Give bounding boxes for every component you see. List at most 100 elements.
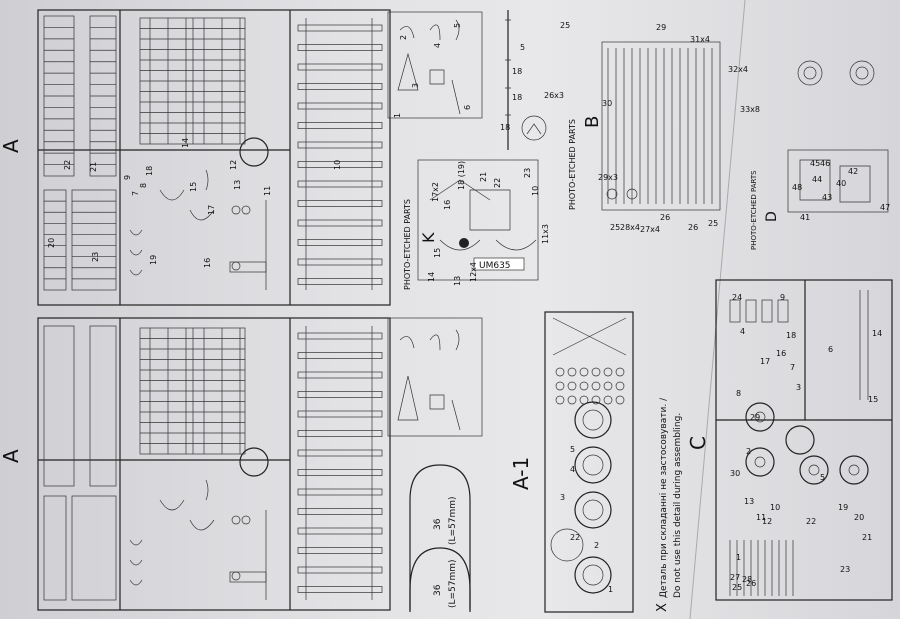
labels: A A A-1 B PHOTO-ETCHED PARTS C D PHOTO-E… [0,116,780,612]
part-number: 5 [520,43,525,52]
part-number: 1 [393,113,402,118]
part-number: 41 [800,213,810,222]
part-number: 44 [812,175,822,184]
part-number: 23 [523,168,532,178]
part-number: 15 [189,182,198,192]
part-number: 5 [453,23,462,28]
part-number: 18 [500,123,510,132]
part-number: 19 [838,503,848,512]
part-number: 25 [708,219,718,228]
part-number: 18 [512,67,522,76]
sprue-a1 [544,311,634,613]
part-number: 40 [836,179,846,188]
part-number: 15 [868,395,878,404]
part-number: 2 [594,541,599,550]
part-number: 16 [776,349,786,358]
sprue-a-top [37,9,483,306]
rod-part-number: 36 [433,584,443,596]
part-number: 19 [149,255,158,265]
sprue-b-letter: B [582,116,603,128]
notice-symbol: X [655,603,670,612]
part-number: 48 [792,183,802,192]
sprue-c-letter: C [686,436,710,450]
sprue-b-caption: PHOTO-ETCHED PARTS [568,119,577,210]
part-number: 14 [427,272,436,282]
sprue-c [715,279,893,601]
part-number: 26 [746,579,756,588]
part-number: 21 [89,162,98,172]
part-number: 32x4 [728,65,748,74]
sprue-d [787,60,889,213]
part-number: 22 [493,178,502,188]
part-number: 16 [203,258,212,268]
part-number: 13 [744,497,754,506]
sprue-a1-letter: A-1 [509,457,533,490]
part-number: 20 [854,513,864,522]
part-number: 17 [207,205,216,215]
part-number: 12 [762,517,772,526]
sprue-a-bottom-frame [37,317,391,611]
part-number: 22 [63,160,72,170]
part-number: 26 [660,213,670,222]
part-number: 26x3 [544,91,564,100]
sprue-a1-frame [544,311,634,613]
part-number: 7 [790,363,795,372]
part-number: 8 [139,183,148,188]
part-number: 22 [570,533,580,542]
part-number: 13 [453,276,462,286]
page-fold [689,0,746,619]
part-number: 20 [47,238,56,248]
part-number: 8 [736,389,741,398]
part-number: 3 [560,493,565,502]
part-number: 1 [736,553,741,562]
sprue-a-bottom [37,317,483,611]
part-number: 13 [233,180,242,190]
part-number: 9 [780,293,785,302]
part-number: 6 [463,105,472,110]
part-number: 14 [872,329,882,338]
part-number: 4 [740,327,745,336]
part-number: 18 [786,331,796,340]
part-number: 30 [602,99,612,108]
part-number: 23 [91,252,100,262]
part-number: 45 [810,159,820,168]
notice-ukrainian: Деталь при складанні не застосовувати. / [659,397,669,598]
sprue-d-caption: PHOTO-ETCHED PARTS [750,170,758,250]
part-number: 4 [570,465,575,474]
part-number: 33x8 [740,105,760,114]
part-number: 16 [443,200,452,210]
part-number: 30 [730,469,740,478]
sprue-b-frame [601,41,721,211]
part-number: 28 [742,575,752,584]
rod-length-label: (L=57mm) [448,559,458,608]
sprue-a-bottom-letter: A [0,449,23,463]
sprue-k-caption: PHOTO-ETCHED PARTS [403,199,412,290]
sprue-d-letter: D [764,211,780,222]
part-number: 25 [732,583,742,592]
part-number: 29x3 [598,173,618,182]
part-number: 11 [263,186,272,196]
part-number: 11x3 [541,224,550,244]
sprue-a-top-frame [37,9,391,306]
part-number: 11 [756,513,766,522]
part-number: 25 [560,21,570,30]
sprue-gate [239,447,269,477]
part-number: 29 [750,413,760,422]
part-number: 18 [145,166,154,176]
notice-english: Do not use this detail during assembling… [673,413,683,598]
part-number: 7 [131,191,140,196]
rod-part-number: 36 [433,518,443,530]
sprue-a-top-letter: A [0,139,23,153]
strip-b-upper [505,10,547,150]
part-number: 17 [760,357,770,366]
sprue-a-inset [387,317,483,437]
part-number: 43 [822,193,832,202]
sprue-k-brand: UM635 [479,261,511,271]
rods-36 [409,464,471,612]
part-number: 23 [840,565,850,574]
part-number: 15 [433,248,442,258]
part-number: 14 [181,138,190,148]
